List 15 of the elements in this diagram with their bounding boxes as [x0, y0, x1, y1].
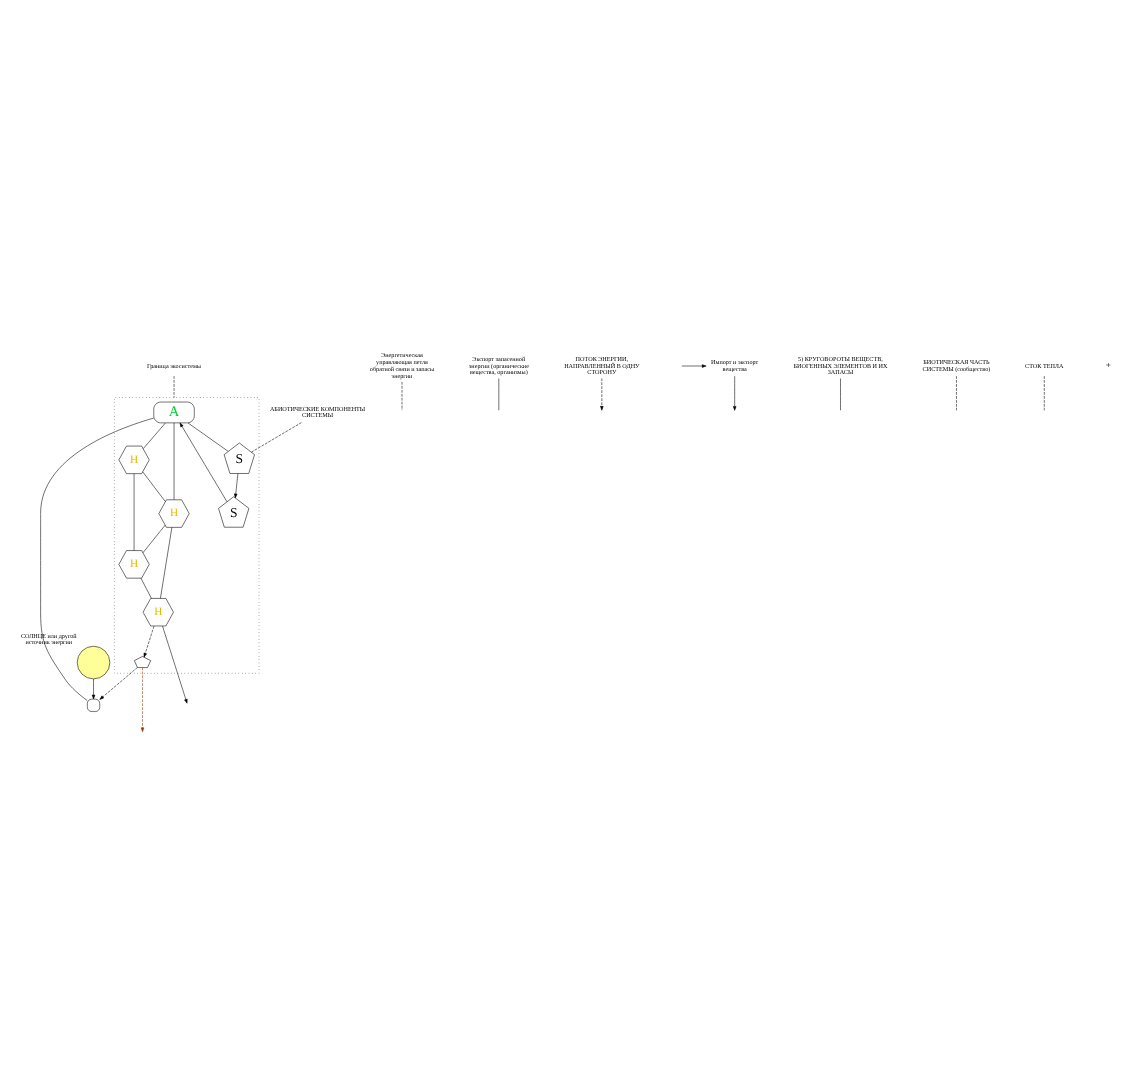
arrow	[162, 625, 188, 704]
node-pentagon	[134, 656, 151, 668]
arrow	[681, 364, 707, 368]
arrow	[733, 375, 737, 411]
connector	[142, 471, 166, 502]
arrow	[99, 667, 138, 700]
arrow	[234, 473, 239, 499]
node-box	[87, 698, 100, 712]
arrow	[91, 678, 96, 700]
arrow	[600, 378, 604, 411]
node-box: A	[153, 401, 195, 424]
arrow	[140, 667, 145, 733]
node-circle	[76, 645, 111, 680]
arrow	[143, 625, 155, 658]
arrow	[179, 422, 228, 502]
